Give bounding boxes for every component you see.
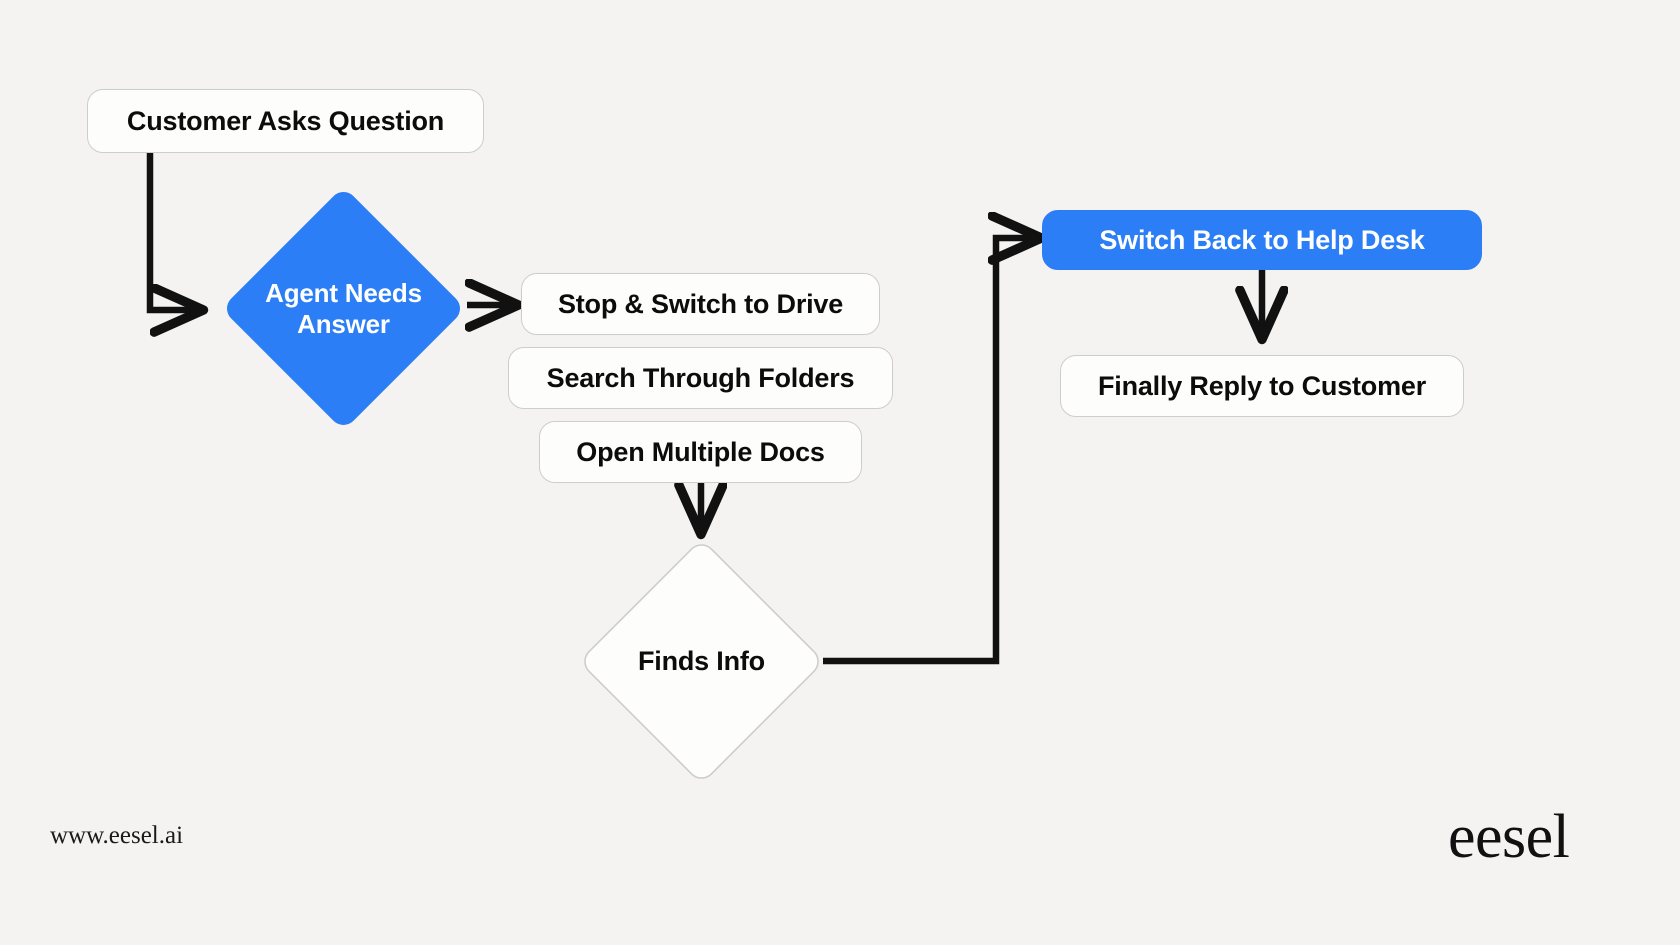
node-customer-asks-question[interactable]: Customer Asks Question <box>87 89 484 153</box>
agent-needs-answer-diamond-shape <box>226 192 461 426</box>
node-finally-reply-to-customer[interactable]: Finally Reply to Customer <box>1060 355 1464 417</box>
node-label-customer-asks-question: Customer Asks Question <box>126 105 445 136</box>
node-label-stop-switch-to-drive: Stop & Switch to Drive <box>557 288 844 319</box>
node-label-agent-needs-answer-line2: Answer <box>297 308 390 339</box>
footer-website-url-text: www.eesel.ai <box>50 822 184 849</box>
node-label-agent-needs-answer-line1: Agent Needs <box>265 277 422 308</box>
edge-question-to-decision <box>146 152 197 310</box>
node-search-through-folders[interactable]: Search Through Folders <box>508 347 893 409</box>
brand-logo-eesel: eesel <box>1448 803 1570 871</box>
agent-needs-answer-label-group: Agent Needs Answer <box>221 186 466 431</box>
node-label-search-through-folders: Search Through Folders <box>546 362 855 393</box>
node-finds-info[interactable]: Finds Info <box>580 540 823 783</box>
node-label-switch-back-to-help-desk: Switch Back to Help Desk <box>1099 224 1425 255</box>
node-open-multiple-docs[interactable]: Open Multiple Docs <box>539 421 862 483</box>
finds-info-diamond-shape <box>584 544 819 779</box>
node-label-finally-reply-to-customer: Finally Reply to Customer <box>1097 370 1427 401</box>
node-label-open-multiple-docs: Open Multiple Docs <box>576 436 825 467</box>
node-switch-back-to-help-desk[interactable]: Switch Back to Help Desk <box>1042 210 1482 270</box>
brand-logo-text: eesel <box>1448 803 1570 871</box>
finds-info-label-group: Finds Info <box>580 540 823 783</box>
node-agent-needs-answer[interactable]: Agent Needs Answer <box>221 186 466 431</box>
node-label-finds-info: Finds Info <box>638 645 765 676</box>
footer-website-url[interactable]: www.eesel.ai <box>50 822 183 850</box>
node-stop-switch-to-drive[interactable]: Stop & Switch to Drive <box>521 273 880 335</box>
